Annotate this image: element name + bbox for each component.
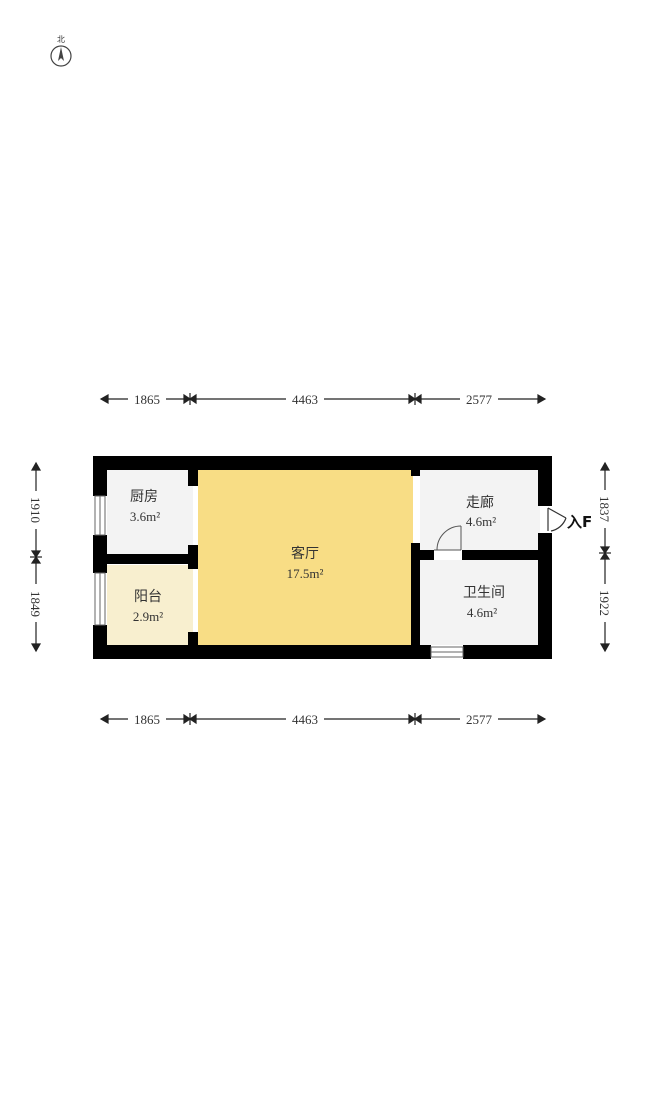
dimension-left-2: 1849: [28, 591, 43, 617]
room-fill-bathroom: [420, 560, 540, 645]
room-area-bathroom: 4.6m²: [467, 605, 497, 620]
room-name-kitchen: 厨房: [130, 489, 158, 505]
room-area-corridor: 4.6m²: [466, 514, 496, 529]
room-fill-corridor: [420, 470, 540, 550]
dimension-bottom-3: 2577: [466, 712, 493, 727]
window-balcony: [94, 572, 106, 626]
window-kitchen: [94, 495, 106, 536]
dimension-right-1: 1837: [597, 496, 612, 523]
dimension-top-2: 4463: [292, 392, 318, 407]
room-name-corridor: 走廊: [466, 494, 494, 511]
room-fill-living: [198, 470, 413, 645]
dimension-right-2: 1922: [597, 590, 612, 616]
entry-door-icon: [545, 506, 567, 533]
room-name-balcony: 阳台: [134, 589, 162, 605]
dimension-top-3: 2577: [466, 392, 493, 407]
window-bathroom: [430, 646, 464, 658]
room-fill-balcony: [107, 565, 193, 645]
room-area-living: 17.5m²: [287, 566, 324, 581]
compass-icon: 北: [50, 35, 72, 67]
room-name-living: 客厅: [291, 545, 319, 562]
room-name-bathroom: 卫生间: [463, 585, 505, 601]
dimension-left-1: 1910: [28, 497, 43, 523]
compass-north-label: 北: [57, 35, 65, 44]
walls: [93, 456, 552, 659]
door-bathroom-icon: [434, 525, 462, 551]
dimension-top-1: 1865: [134, 392, 160, 407]
room-area-balcony: 2.9m²: [133, 609, 163, 624]
room-area-kitchen: 3.6m²: [130, 509, 160, 524]
room-fill-kitchen: [107, 470, 193, 554]
entry-label: 入F: [567, 513, 592, 531]
dimension-bottom-1: 1865: [134, 712, 160, 727]
dimension-bottom-2: 4463: [292, 712, 318, 727]
